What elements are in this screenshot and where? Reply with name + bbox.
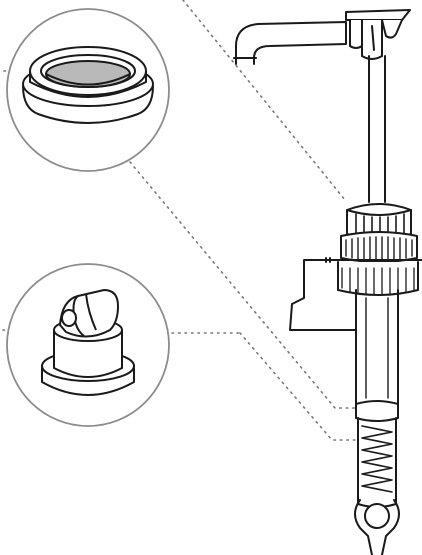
pump-spring [361,425,393,493]
pump-tube [355,289,399,405]
callout-circle-valve [6,263,170,427]
ring-gasket-icon [22,46,154,124]
leader-lines [2,0,359,441]
pump-head [345,9,411,60]
leader-ring-to-spring-top [129,161,359,409]
pump-spout [233,21,347,65]
leader-valve-to-spring [239,332,357,441]
callout-circle-ring [6,8,170,172]
bottom-valve [354,499,400,555]
pump-assembly [233,9,422,555]
container-bracket [289,257,422,331]
plunger-shaft [368,55,386,203]
spring-housing [355,400,399,508]
duckbill-valve-icon [41,289,135,396]
threaded-cap [340,231,418,263]
leader-top-to-collar [182,0,346,201]
